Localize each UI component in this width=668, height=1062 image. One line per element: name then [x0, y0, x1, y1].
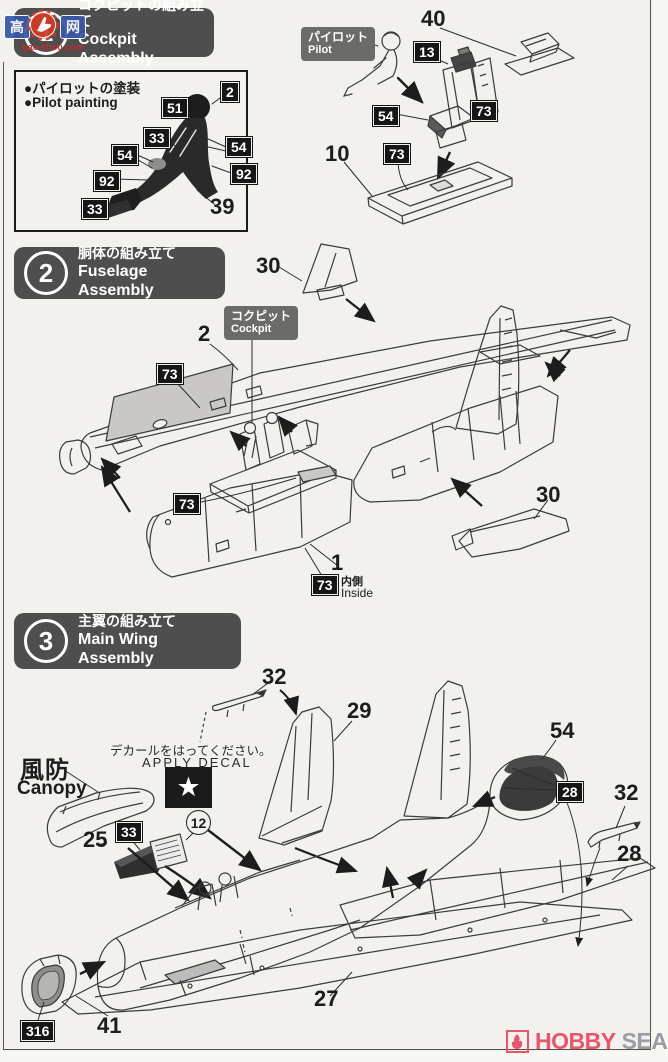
wing-upper-panel [139, 857, 656, 997]
part-number-54: 54 [550, 718, 575, 743]
stabilizer-part-30-bottom [450, 477, 570, 558]
headrest-part-40 [439, 27, 575, 76]
watermark-char-left: 高 [4, 15, 30, 39]
paint-callout-33c: 33 [115, 820, 143, 844]
paint-callout-73-inside: 73 [311, 573, 339, 597]
wing-lower-panel-part-27 [61, 901, 633, 1015]
aircraft-fuselage-step3 [96, 680, 491, 1011]
paint-callout-92a: 92 [230, 162, 258, 186]
part-number-30a: 30 [256, 253, 281, 278]
paint-callout-73a: 73 [470, 99, 498, 123]
step1-title-en: Cockpit Assembly [78, 31, 154, 68]
paint-callout-33b: 33 [81, 197, 109, 221]
cockpit-tag-jp: コクピット [231, 309, 292, 323]
scan-margin-right [652, 0, 668, 1062]
cockpit-tag: コクピット Cockpit [224, 306, 299, 340]
decal-star-icon: ★ [165, 767, 212, 808]
paint-callout-54c: 54 [372, 104, 400, 128]
pilot-painting-figure [101, 91, 232, 218]
step3-header: 3 主翼の組み立て Main Wing Assembly [14, 613, 241, 669]
inside-note-jp: 内側 [341, 576, 363, 588]
thumbs-up-gear-icon [27, 9, 59, 41]
step3-number-badge: 3 [24, 619, 68, 663]
paint-callout-73d: 73 [173, 492, 201, 516]
step2-number-badge: 2 [24, 251, 68, 295]
watermark-domain: gao-shou.com [22, 42, 84, 52]
step2-title-en: Fuselage Assembly [78, 263, 154, 300]
pilot-painting-note-jp: ●パイロットの塗装 [24, 81, 141, 96]
exhaust-nozzle-part-54 [471, 739, 584, 947]
part-number-1: 1 [331, 550, 344, 575]
paint-callout-73b: 73 [383, 142, 411, 166]
pilot-tag: パイロット Pilot [301, 27, 376, 61]
paint-callout-92b: 92 [93, 169, 121, 193]
paint-callout-73c: 73 [156, 362, 184, 386]
paint-callout-54b: 54 [225, 135, 253, 159]
rear-fuselage-with-fin [353, 305, 571, 520]
gaoshou-watermark: 高 网 gao-shou.com [2, 6, 104, 58]
cockpit-tag-en: Cockpit [231, 323, 272, 336]
watermark-char-right: 网 [60, 15, 86, 39]
pilot-tag-jp: パイロット [308, 30, 369, 44]
flame-icon [506, 1030, 529, 1053]
part-number-27: 27 [314, 986, 339, 1011]
strake-part-32-top [199, 679, 300, 743]
step3-title-en: Main Wing Assembly [78, 631, 158, 668]
paint-callout-54a: 54 [111, 143, 139, 167]
part-number-2: 2 [198, 321, 211, 346]
nose-fuselage-half-part-1 [100, 465, 353, 578]
paint-callout-2: 2 [220, 80, 240, 104]
apply-decal-note-jp: デカールをはってください。 [110, 744, 272, 758]
scan-margin-bottom [0, 1051, 652, 1062]
part-number-32b: 32 [614, 780, 639, 805]
part-number-32a: 32 [262, 664, 287, 689]
step2-title-jp: 胴体の組み立て [78, 245, 176, 262]
canopy-label-en: Canopy [17, 778, 87, 799]
page-edge-right [650, 0, 651, 1050]
paint-callout-51: 51 [161, 96, 189, 120]
decal-number-12: 12 [186, 810, 211, 835]
cockpit-tub-assembly [209, 411, 337, 514]
paint-callout-28: 28 [556, 780, 584, 804]
paint-callout-33a: 33 [143, 126, 171, 150]
part-number-25: 25 [83, 827, 108, 852]
paint-callout-316: 316 [19, 1019, 56, 1043]
page-edge-bottom [3, 1049, 651, 1050]
canopy-part-25 [46, 769, 262, 902]
part-number-10: 10 [325, 141, 350, 166]
canopy-label-jp: 風防 [20, 757, 70, 784]
strake-part-32-right [585, 805, 641, 887]
separate-fin-part-29 [258, 706, 359, 874]
upper-fuselage-deck [59, 316, 631, 479]
hobbysearch-watermark: HOBBY SEARCH [506, 1028, 668, 1055]
stabilizer-part-30-top [278, 243, 376, 323]
brand-word-hobby: HOBBY [535, 1028, 616, 1054]
part-number-39: 39 [210, 194, 235, 219]
part-number-30b: 30 [536, 482, 561, 507]
page-edge-left [3, 62, 4, 1050]
paint-callout-13: 13 [413, 40, 441, 64]
apply-decal-note-en: APPLY DECAL [142, 755, 252, 770]
part-number-28: 28 [617, 841, 642, 866]
intake-ring-part-41 [21, 954, 109, 1021]
pilot-painting-note-en: ●Pilot painting [24, 95, 118, 110]
brand-word-search: SEARCH [621, 1028, 668, 1054]
part-number-40: 40 [421, 6, 446, 31]
step3-title-jp: 主翼の組み立て [78, 613, 176, 630]
pilot-figure-outline [342, 31, 424, 104]
part-number-29: 29 [347, 698, 372, 723]
pilot-tag-en: Pilot [308, 44, 332, 57]
step2-header: 2 胴体の組み立て Fuselage Assembly [14, 245, 225, 300]
cockpit-floor-plate [343, 161, 513, 225]
part-number-41: 41 [97, 1013, 122, 1038]
inside-note-en: Inside [341, 586, 374, 600]
